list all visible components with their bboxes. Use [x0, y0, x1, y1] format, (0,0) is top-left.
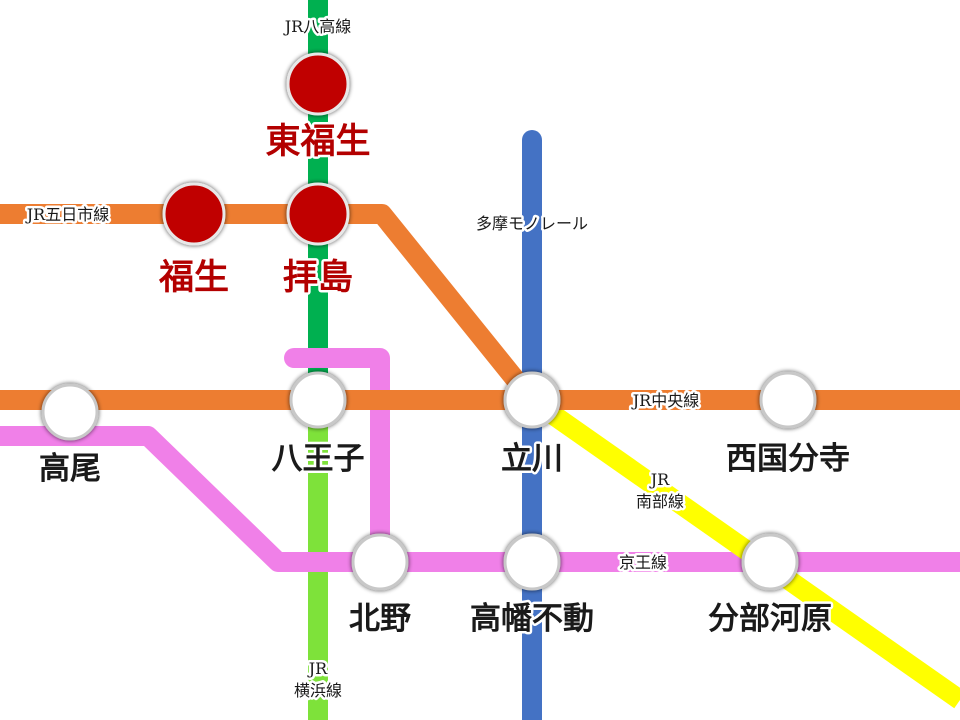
line-label-jr-itsukaichi: JR五日市線	[25, 205, 109, 224]
station-name-kitano: 北野	[349, 601, 411, 637]
station-name-fussa: 福生	[158, 257, 229, 298]
line-label-jr-chuo: JR中央線	[631, 391, 699, 410]
station-marker-bubaigawara[interactable]	[741, 533, 799, 591]
line-label-jr-yokohama: 横浜線	[294, 681, 342, 700]
station-marker-takao[interactable]	[41, 383, 99, 441]
station-name-tachikawa: 立川	[501, 441, 563, 477]
station-marker-nishikokubunji[interactable]	[759, 371, 817, 429]
line-label-jr-nambu: 南部線	[636, 492, 684, 511]
station-marker-haijima[interactable]	[286, 182, 350, 246]
station-marker-tachikawa[interactable]	[503, 371, 561, 429]
station-marker-takahata-fudo[interactable]	[503, 533, 561, 591]
station-marker-fussa[interactable]	[162, 182, 226, 246]
station-marker-higashi-fussa[interactable]	[286, 52, 350, 116]
station-marker-kitano[interactable]	[351, 533, 409, 591]
station-name-bubaigawara: 分部河原	[708, 601, 832, 637]
line-keio-branch	[284, 348, 390, 572]
station-marker-hachioji[interactable]	[289, 371, 347, 429]
station-name-higashi-fussa: 東福生	[265, 121, 370, 162]
station-name-takahata-fudo: 高幡不動	[470, 601, 594, 637]
line-label-jr-nambu: JR	[649, 470, 670, 489]
station-name-hachioji: 八王子	[272, 441, 365, 477]
line-labels: JR八高線 JR五日市線 多摩モノレール JR中央線 JR 南部線 京王線 JR…	[22, 15, 701, 703]
line-label-jr-yokohama: JR	[307, 659, 328, 678]
line-label-tama-monorail: 多摩モノレール	[476, 214, 588, 233]
line-label-keio: 京王線	[619, 553, 667, 572]
stations	[41, 52, 817, 591]
line-label-jr-hachiko: JR八高線	[283, 17, 351, 36]
station-names: 東福生 福生 拝島 高尾 八王子 立川 西国分寺 北野 高幡不動 分部河原	[37, 119, 853, 640]
station-name-nishikokubunji: 西国分寺	[726, 441, 850, 477]
station-name-takao: 高尾	[39, 451, 101, 487]
station-name-haijima: 拝島	[283, 257, 353, 298]
line-jr-itsukaichi	[0, 204, 540, 407]
